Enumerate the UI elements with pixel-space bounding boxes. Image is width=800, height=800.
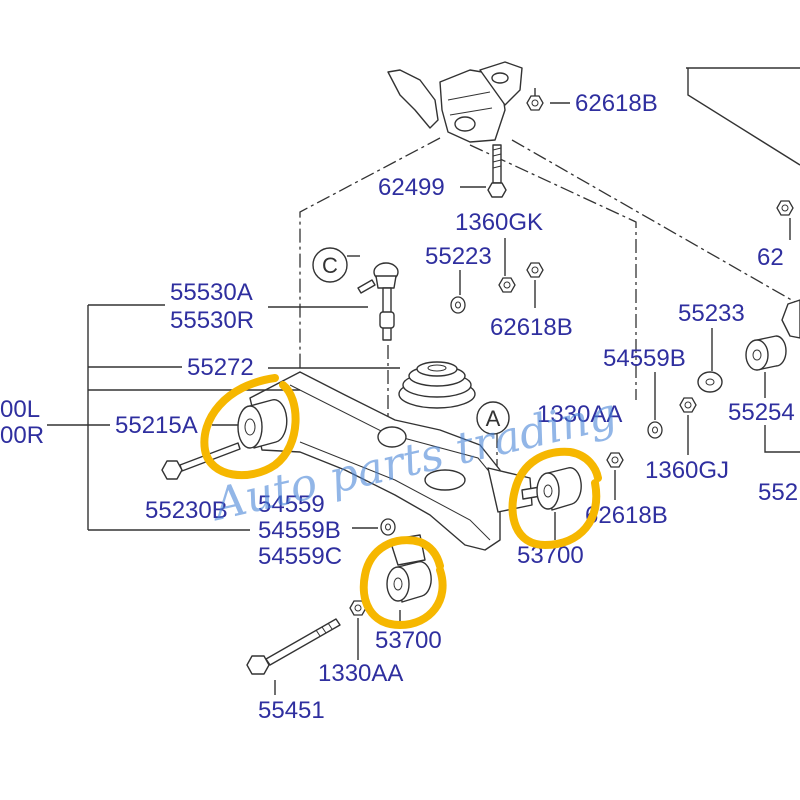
link-stud [357, 279, 376, 294]
bolt-55451-shank [265, 618, 341, 666]
bolt-55451 [246, 618, 341, 675]
reference-lines [299, 67, 800, 505]
lower-arm-boss [377, 426, 407, 448]
label-62499: 62499 [378, 174, 445, 201]
callout-c: C [312, 247, 360, 283]
left-leader-bracket [47, 304, 400, 531]
bushing-55254-bore [752, 349, 762, 361]
label-54559: 54559 [258, 491, 325, 518]
lower-arm-lower-flange [299, 441, 491, 541]
nut-62618b-right [606, 452, 624, 468]
highlight-marks [200, 374, 602, 630]
bushing-left-bore [244, 418, 256, 436]
label-55272: 55272 [187, 354, 254, 381]
label-edge-right-top: 62 [757, 244, 784, 271]
label-arm-r: 00R [0, 422, 44, 449]
bracket-hook [387, 69, 439, 129]
bushing-bottom-face [386, 566, 410, 602]
label-55233: 55233 [678, 300, 745, 327]
bracket-bolt-shank [492, 144, 502, 184]
label-55215a: 55215A [115, 412, 198, 439]
part-labels: 62618B 62499 1360GK 55223 62618B 55530A … [0, 90, 798, 724]
stabilizer-link [357, 262, 399, 341]
link-boot [379, 311, 395, 329]
bracket-bolt-thread [492, 147, 502, 169]
lower-arm-upper-flange [289, 384, 493, 476]
label-1330aa-bottom: 1330AA [318, 660, 403, 687]
label-53700-bottom: 53700 [375, 627, 442, 654]
leader-552 [764, 425, 800, 453]
label-54559b-left: 54559B [258, 517, 341, 544]
label-1360gj: 1360GJ [645, 457, 729, 484]
bushing-left [237, 399, 288, 449]
bushing-bottom-bore [393, 577, 403, 591]
bushing-right-face [536, 472, 560, 510]
label-62618b-top: 62618B [575, 90, 658, 117]
upper-bracket [387, 61, 523, 143]
dashed-line-right [511, 139, 796, 303]
label-54559b-right: 54559B [603, 345, 686, 372]
bolt-55451-head [246, 655, 270, 675]
bracket-ear-hole [491, 72, 509, 84]
highlight-circle-right [508, 447, 602, 550]
dashed-line-left [299, 137, 441, 372]
highlight-circle-bottom [359, 536, 447, 630]
nut-62618b-mid [526, 262, 544, 278]
lower-arm-hole [424, 469, 466, 491]
bushing-55254 [745, 335, 787, 371]
label-55230b: 55230B [145, 497, 228, 524]
label-62618b-mid: 62618B [490, 314, 573, 341]
label-55223: 55223 [425, 243, 492, 270]
label-edge-right-bottom: 552 [758, 479, 798, 506]
lower-arm-body [249, 371, 501, 551]
bracket-bolt [487, 144, 507, 198]
lower-arm [249, 371, 533, 566]
bushing-right-bore [543, 484, 553, 498]
frame-outline [686, 67, 800, 166]
washer-55223 [450, 296, 466, 314]
callout-a: A [476, 401, 510, 435]
callout-a-circle [476, 401, 510, 435]
label-55530r: 55530R [170, 307, 254, 334]
washer-54559b-right [647, 421, 663, 439]
label-55530a: 55530A [170, 279, 253, 306]
spring-pad [398, 361, 476, 409]
link-housing [375, 275, 397, 289]
label-1360gk: 1360GK [455, 209, 543, 236]
bushing-bottom [386, 561, 432, 603]
washer-55233 [697, 371, 723, 393]
washer-55233-hole [705, 378, 715, 386]
dashed-line-mid [469, 144, 637, 400]
bracket-bolt-hole [454, 116, 476, 132]
callout-a-letter: A [486, 406, 501, 431]
bracket-detail [447, 91, 493, 116]
label-arm-l: 00L [0, 396, 40, 423]
right-top-nut [776, 200, 794, 216]
washer-55233-body [697, 371, 723, 393]
spring-pad-ring-3 [416, 361, 458, 377]
right-bracket [781, 299, 800, 339]
nut-1360gj [679, 397, 697, 413]
top-nut [526, 95, 544, 111]
callout-c-circle [312, 247, 348, 283]
label-54559c: 54559C [258, 543, 342, 570]
highlight-circle-left [200, 374, 300, 480]
spring-pad-center [427, 364, 447, 372]
nut-1360gk [498, 277, 516, 293]
bolt-55451-thread [315, 622, 333, 637]
label-55451: 55451 [258, 697, 325, 724]
label-1330aa-right: 1330AA [537, 401, 622, 428]
bushing-left-face [237, 405, 263, 449]
bracket-bolt-head [487, 182, 507, 198]
callout-c-letter: C [322, 253, 338, 278]
bushing-55254-face [745, 339, 769, 371]
label-55254: 55254 [728, 399, 795, 426]
washer-54559 [380, 518, 396, 536]
bolt-55230b-head [161, 460, 183, 480]
bushing-right [521, 467, 582, 511]
